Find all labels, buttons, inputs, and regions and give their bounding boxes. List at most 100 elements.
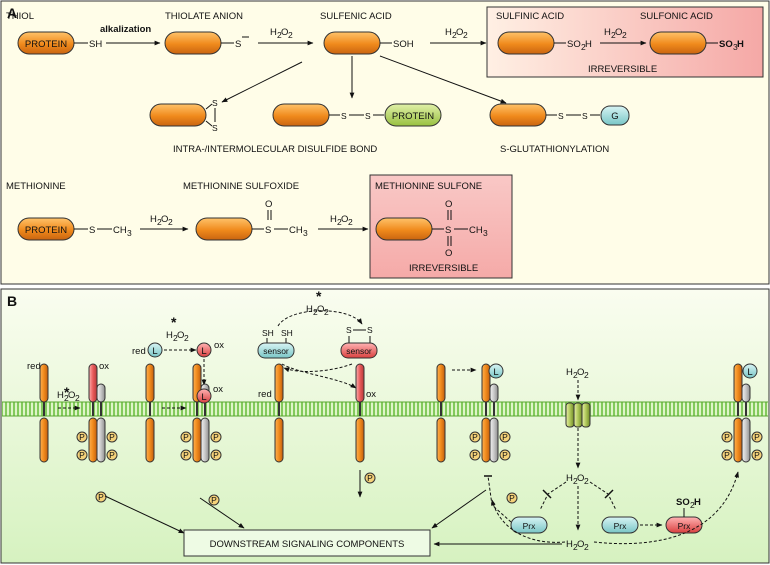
inhibition-bar bbox=[542, 489, 552, 499]
sensor-reduction-arrow bbox=[283, 363, 353, 373]
methionine-sulfone-label: METHIONINE SULFONE bbox=[375, 181, 482, 192]
sensor-oxidation-arrow bbox=[277, 310, 363, 327]
svg-text:CH: CH bbox=[113, 225, 127, 236]
svg-text:H: H bbox=[585, 39, 592, 50]
irreversible-label: IRREVERSIBLE bbox=[588, 64, 657, 75]
sensor-label: sensor bbox=[346, 346, 372, 356]
ligand bbox=[742, 363, 758, 379]
protein-sulfoxide bbox=[195, 217, 253, 241]
s-label: S bbox=[265, 225, 271, 236]
sensor-to-receptor-arrow bbox=[281, 363, 357, 389]
phospho-group: P bbox=[469, 431, 481, 443]
l-label: L bbox=[201, 392, 206, 403]
sh-label: SH bbox=[89, 39, 102, 50]
svg-text:2: 2 bbox=[64, 393, 69, 403]
svg-text:H: H bbox=[330, 214, 337, 225]
sensor-oxidized bbox=[340, 342, 378, 359]
glutathionylation-label: S-GLUTATHIONYLATION bbox=[500, 144, 609, 155]
aquaporin-channel bbox=[565, 402, 591, 428]
svg-text:2: 2 bbox=[173, 333, 178, 343]
phospho-group: P bbox=[469, 449, 481, 461]
phospho-group: P bbox=[210, 431, 222, 443]
protein-sulfone bbox=[375, 217, 433, 241]
sh-label: SH bbox=[262, 328, 274, 338]
red-label: red bbox=[27, 361, 41, 372]
protein-label: PROTEIN bbox=[25, 225, 67, 236]
svg-text:O: O bbox=[577, 473, 584, 484]
ligand-reduced bbox=[147, 342, 163, 358]
svg-text:P: P bbox=[79, 432, 85, 442]
star-marker: * bbox=[64, 384, 70, 400]
sh-label: SH bbox=[281, 328, 293, 338]
svg-text:2: 2 bbox=[690, 500, 695, 510]
g-label: G bbox=[611, 111, 618, 122]
svg-text:2: 2 bbox=[584, 476, 589, 486]
svg-text:P: P bbox=[502, 432, 508, 442]
svg-text:2: 2 bbox=[348, 217, 353, 227]
svg-text:H: H bbox=[566, 473, 573, 484]
svg-text:2: 2 bbox=[168, 217, 173, 227]
svg-text:2: 2 bbox=[611, 30, 616, 40]
phospho-group: P bbox=[721, 431, 733, 443]
phospho-group: P bbox=[506, 492, 518, 504]
svg-text:O: O bbox=[281, 27, 288, 38]
phospho-group: P bbox=[76, 449, 88, 461]
svg-text:2: 2 bbox=[584, 542, 589, 552]
h2o2-to-receptor-right-arrow bbox=[593, 471, 739, 545]
protein-intermolecular bbox=[272, 103, 330, 127]
svg-text:2: 2 bbox=[573, 476, 578, 486]
phospho-group: P bbox=[499, 431, 511, 443]
svg-text:3: 3 bbox=[483, 228, 488, 238]
phospho-group: P bbox=[210, 449, 222, 461]
prx-label: Prx bbox=[614, 521, 628, 531]
protein-sulfonic bbox=[649, 31, 707, 55]
svg-text:P: P bbox=[109, 450, 115, 460]
s-label: S bbox=[445, 225, 451, 236]
s-label: S bbox=[212, 123, 218, 133]
glutathione bbox=[600, 105, 630, 126]
downstream-box bbox=[183, 529, 431, 557]
phospho-group: P bbox=[95, 491, 107, 503]
phospho-group: P bbox=[499, 449, 511, 461]
sulfenic-acid-label: SULFENIC ACID bbox=[320, 11, 392, 22]
receptor-red bbox=[274, 363, 284, 463]
receptor-monomer-red bbox=[39, 363, 49, 463]
alkalization-label: alkalization bbox=[100, 24, 151, 35]
svg-text:H: H bbox=[306, 304, 313, 315]
red-label: red bbox=[258, 389, 272, 400]
svg-text:2: 2 bbox=[573, 370, 578, 380]
receptor-dimer-ligand bbox=[733, 363, 751, 463]
svg-text:O: O bbox=[577, 539, 584, 550]
downstream-arrow bbox=[431, 489, 487, 529]
svg-text:2: 2 bbox=[157, 217, 162, 227]
inhibition-bar bbox=[604, 489, 614, 499]
svg-text:H: H bbox=[270, 27, 277, 38]
svg-text:P: P bbox=[472, 432, 478, 442]
irreversible-label: IRREVERSIBLE bbox=[409, 263, 478, 274]
svg-text:2: 2 bbox=[463, 30, 468, 40]
thiolate-anion-label: THIOLATE ANION bbox=[165, 11, 243, 22]
o-label: O bbox=[445, 248, 452, 259]
svg-text:2: 2 bbox=[622, 30, 627, 40]
receptor-monomer bbox=[436, 363, 446, 463]
red-label: red bbox=[132, 346, 146, 357]
downstream-arrow bbox=[104, 495, 185, 534]
svg-text:P: P bbox=[754, 432, 760, 442]
receptor-ox bbox=[355, 363, 365, 463]
svg-text:3: 3 bbox=[127, 228, 132, 238]
svg-text:P: P bbox=[367, 473, 373, 483]
svg-text:2: 2 bbox=[581, 42, 586, 52]
svg-text:P: P bbox=[502, 450, 508, 460]
svg-text:P: P bbox=[79, 450, 85, 460]
star-marker: * bbox=[316, 288, 322, 304]
phospho-group: P bbox=[106, 449, 118, 461]
prx-reduced bbox=[510, 516, 548, 534]
